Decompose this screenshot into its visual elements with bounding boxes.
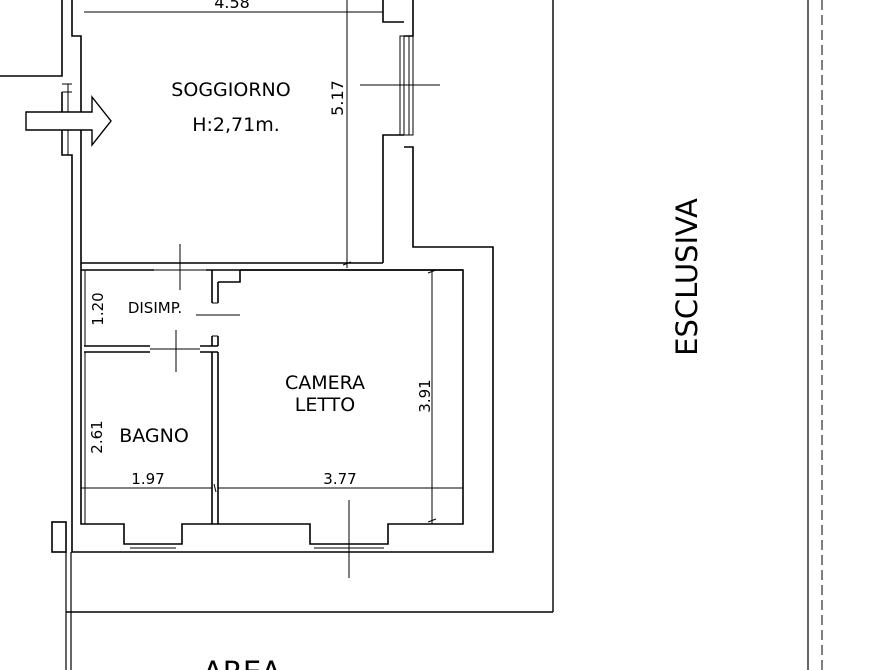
room-label-bagno: BAGNO xyxy=(119,425,189,447)
dimension-camera-depth: 3.91 xyxy=(416,379,434,412)
dimension-bagno-width: 1.97 xyxy=(131,470,164,488)
dimension-soggiorno-depth: 5.17 xyxy=(328,80,347,116)
entry-arrow-icon xyxy=(25,94,112,148)
interior-partitions xyxy=(84,269,463,524)
dimension-bagno-depth: 2.61 xyxy=(88,420,106,453)
room-label-soggiorno: SOGGIORNO xyxy=(171,79,290,101)
doors-and-openings xyxy=(62,35,440,578)
area-label-area: AREA xyxy=(203,655,281,670)
dimension-lines xyxy=(81,0,463,524)
room-label-disimpegno: DISIMP. xyxy=(128,299,182,317)
room-label-camera: CAMERA xyxy=(285,372,365,394)
room-height-label: H:2,71m. xyxy=(192,114,280,136)
dimension-soggiorno-width: 4.58 xyxy=(214,0,250,12)
area-label-esclusiva: ESCLUSIVA xyxy=(670,198,704,356)
dimension-camera-width: 3.77 xyxy=(323,470,356,488)
room-label-letto: LETTO xyxy=(295,394,355,416)
dimension-disimp-depth: 1.20 xyxy=(89,292,107,325)
exclusive-area-boundary xyxy=(65,0,823,670)
